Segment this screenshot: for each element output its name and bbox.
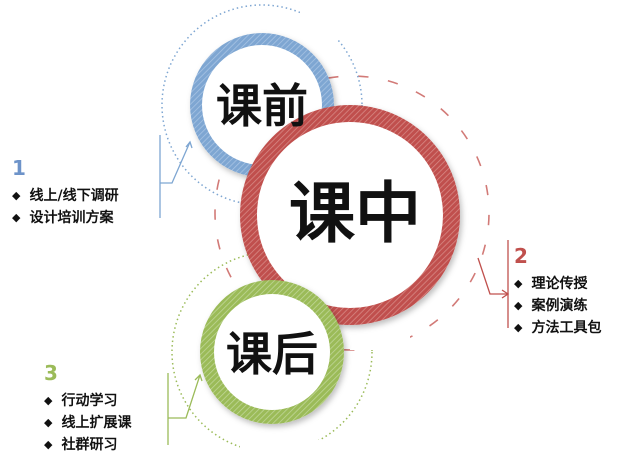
diamond-bullet-icon: ◆ <box>514 299 523 312</box>
diamond-bullet-icon: ◆ <box>514 277 523 290</box>
diamond-bullet-icon: ◆ <box>12 189 21 202</box>
list-item: ◆理论传授 <box>514 273 601 295</box>
connector-step-3 <box>167 373 203 445</box>
diamond-bullet-icon: ◆ <box>12 211 21 224</box>
list-item: ◆案例演练 <box>514 295 601 317</box>
phase-after-label: 课后 <box>226 327 318 381</box>
step-3-number: 3 <box>44 361 58 385</box>
phase-before-label: 课前 <box>216 79 308 133</box>
list-item: ◆社群研习 <box>44 434 131 456</box>
diamond-bullet-icon: ◆ <box>44 394 53 407</box>
step-2-list: ◆理论传授 ◆案例演练 ◆方法工具包 <box>514 273 601 339</box>
diamond-bullet-icon: ◆ <box>44 438 53 451</box>
step-2-number: 2 <box>514 244 528 268</box>
list-item: ◆行动学习 <box>44 390 131 412</box>
step-1-block: 1 ◆线上/线下调研 ◆设计培训方案 <box>12 157 119 229</box>
phase-during-label: 课中 <box>289 175 421 252</box>
step-3-list: ◆行动学习 ◆线上扩展课 ◆社群研习 <box>44 390 131 456</box>
step-3-block: 3 ◆行动学习 ◆线上扩展课 ◆社群研习 <box>44 362 131 456</box>
list-item: ◆设计培训方案 <box>12 207 119 229</box>
diamond-bullet-icon: ◆ <box>514 321 523 334</box>
step-1-list: ◆线上/线下调研 ◆设计培训方案 <box>12 185 119 229</box>
outer-arc-blue <box>161 4 363 206</box>
list-item: ◆线上/线下调研 <box>12 185 119 207</box>
list-item: ◆线上扩展课 <box>44 412 131 434</box>
phase-during-ring <box>240 105 460 325</box>
list-item: ◆方法工具包 <box>514 317 601 339</box>
connector-step-2 <box>477 240 510 328</box>
step-2-block: 2 ◆理论传授 ◆案例演练 ◆方法工具包 <box>514 245 601 339</box>
outer-arc-green <box>171 251 373 453</box>
step-1-number: 1 <box>12 156 26 180</box>
phase-after-ring <box>200 280 344 424</box>
diamond-bullet-icon: ◆ <box>44 416 53 429</box>
connector-step-1 <box>159 135 193 218</box>
